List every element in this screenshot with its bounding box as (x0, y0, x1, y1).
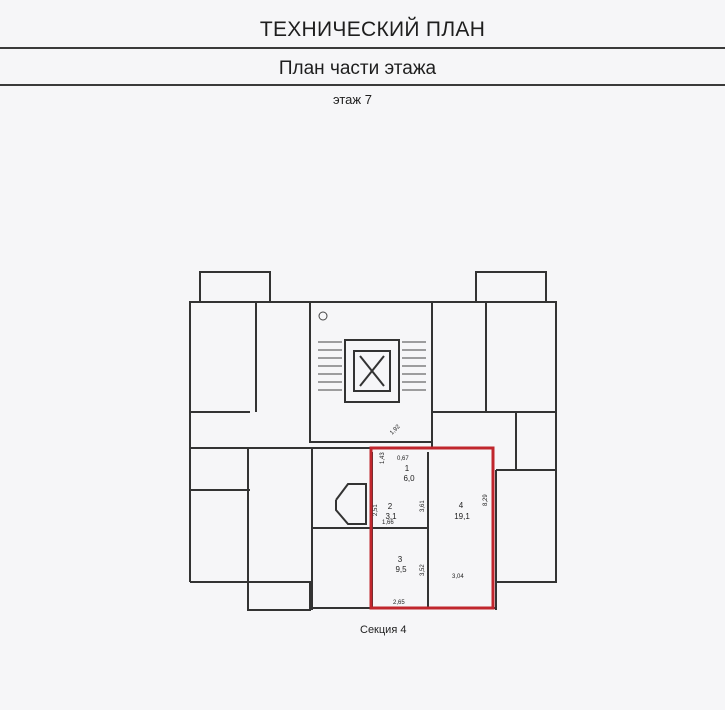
room-2-number: 2 (388, 502, 393, 511)
outer-wall-left (189, 301, 310, 582)
room-3-number: 3 (398, 555, 403, 564)
room-1-area: 6,0 (403, 474, 415, 483)
floor-label: этаж 7 (333, 92, 372, 107)
dimension-label: 1,66 (382, 520, 394, 526)
dimension-label: 2,65 (393, 600, 405, 606)
room-3-area: 9,5 (395, 565, 407, 574)
room-4-area: 19,1 (454, 512, 470, 521)
balcony-right (475, 271, 547, 303)
stair-core (309, 301, 433, 443)
dimension-label: 1,43 (380, 452, 386, 464)
dimension-label: 2,51 (373, 504, 379, 516)
header-bottom-rule (0, 84, 725, 86)
dimension-label: 3,61 (420, 500, 426, 512)
room-4-number: 4 (459, 501, 464, 510)
document-title: ТЕХНИЧЕСКИЙ ПЛАН (259, 18, 486, 41)
apartment-highlight (369, 446, 495, 610)
dimension-label: 0,67 (397, 456, 409, 462)
section-caption: Секция 4 (360, 624, 407, 636)
balcony-left (199, 271, 271, 303)
room-1-number: 1 (405, 464, 410, 473)
document-subtitle: План части этажа (278, 58, 437, 79)
dimension-label: 3,04 (452, 574, 464, 580)
room-2-area: 3,1 (385, 512, 397, 521)
dimension-label: 8,29 (483, 494, 489, 506)
elevator-shaft (344, 339, 400, 403)
header-top-rule (0, 47, 725, 49)
balcony-bottom-left (247, 581, 311, 611)
dimension-label: 3,52 (420, 564, 426, 576)
outer-wall-right (432, 301, 557, 583)
dimension-label: 1,92 (389, 423, 402, 436)
